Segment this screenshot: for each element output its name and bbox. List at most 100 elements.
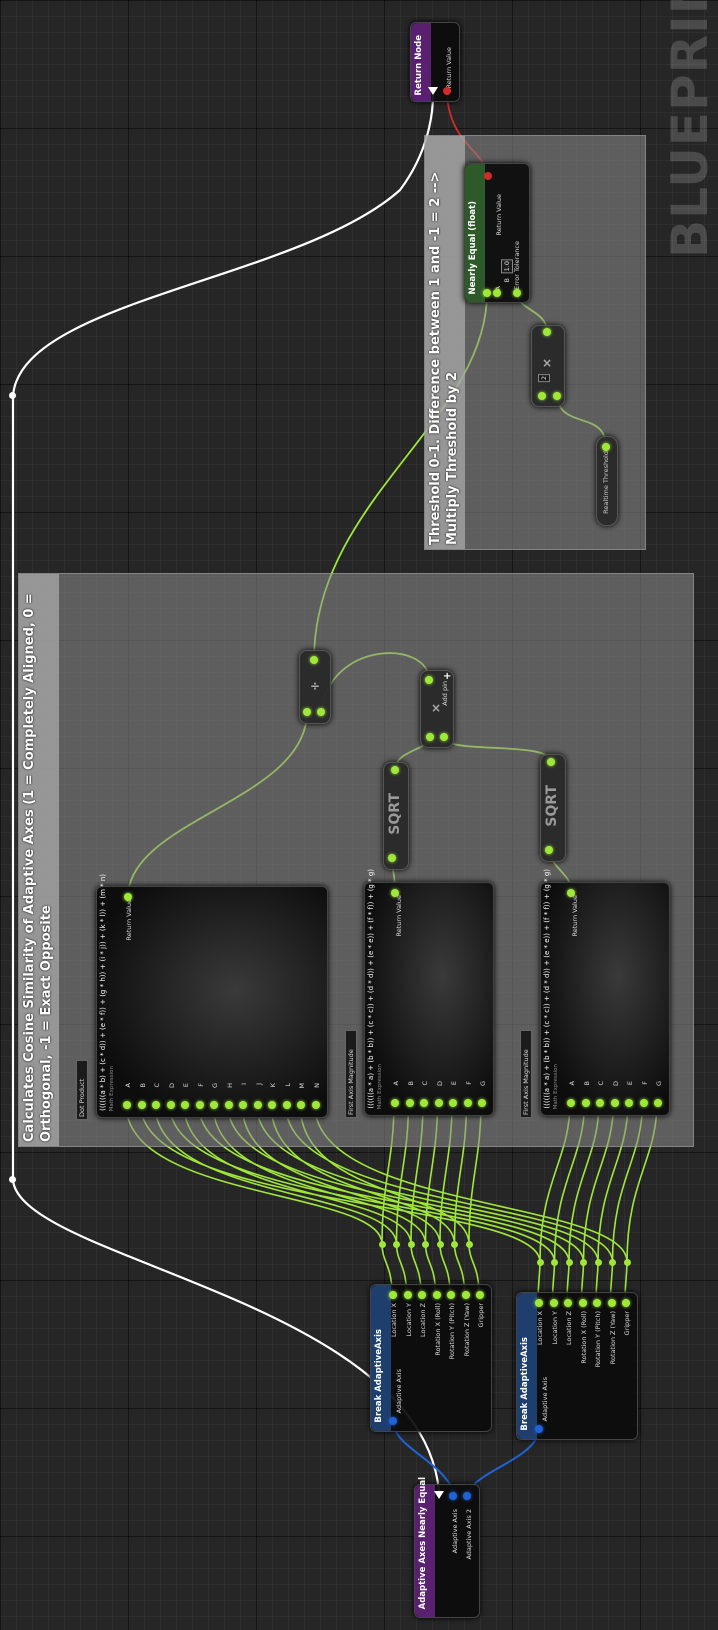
second-mag-input-pin-d[interactable] <box>610 1099 619 1107</box>
second-mag-input-pin-c[interactable] <box>596 1099 604 1107</box>
reroute-knot-b-6[interactable] <box>623 1258 631 1266</box>
sqrt-1-input-pin[interactable] <box>388 854 396 862</box>
return-value-pin[interactable] <box>443 87 451 95</box>
dot-product-input-pin-f[interactable] <box>195 1101 204 1109</box>
second-mag-output-pin[interactable] <box>567 889 575 897</box>
add-pin-plus[interactable]: + <box>443 671 452 682</box>
nearly-equal-output-pin[interactable] <box>484 172 492 180</box>
second-mag-input-pin-f[interactable] <box>639 1099 648 1107</box>
entry-function-node[interactable]: Adaptive Axes Nearly Equal Adaptive Axis… <box>414 1477 480 1618</box>
nearly-equal-node[interactable]: Nearly Equal (float) Return Value A B 1.… <box>464 163 530 303</box>
first-mag-input-pin-d[interactable] <box>434 1099 443 1107</box>
reroute-knot-a-5[interactable] <box>451 1240 458 1248</box>
break-2-input-pin[interactable] <box>535 1425 543 1433</box>
sqrt-node-2[interactable]: SQRT <box>540 754 566 862</box>
add-pin-label[interactable]: Add pin <box>441 681 449 706</box>
first-mag-input-pin-e[interactable] <box>449 1099 457 1107</box>
threshold-multiply-output[interactable] <box>543 328 551 336</box>
dot-product-input-pin-n[interactable] <box>311 1101 320 1109</box>
realtime-threshold-node[interactable]: Realtime Threshold <box>596 436 618 526</box>
break-node-2-output-pin-3[interactable] <box>578 1299 587 1307</box>
exec-reroute-knot-2[interactable] <box>9 1176 16 1183</box>
divide-output-pin[interactable] <box>310 656 318 664</box>
second-mag-tag[interactable]: First Axis Magnitude <box>520 1030 532 1118</box>
reroute-knot-a-2[interactable] <box>407 1240 415 1248</box>
entry-exec-pin[interactable] <box>434 1491 444 1499</box>
break-node-1-output-pin-5[interactable] <box>461 1291 470 1299</box>
sqrt-1-output-pin[interactable] <box>391 766 399 774</box>
dot-product-input-pin-h[interactable] <box>224 1101 233 1109</box>
multiply-output-pin[interactable] <box>425 676 433 684</box>
reroute-knot-a-1[interactable] <box>393 1240 400 1248</box>
first-mag-input-pin-f[interactable] <box>463 1099 472 1107</box>
break-node-1-output-pin-2[interactable] <box>418 1291 426 1299</box>
break-node-1-output-pin-4[interactable] <box>447 1291 455 1299</box>
first-mag-tag[interactable]: First Axis Magnitude <box>345 1030 357 1118</box>
break-node-2-output-pin-1[interactable] <box>549 1299 558 1307</box>
multiply-in-a-pin[interactable] <box>426 733 434 741</box>
dot-product-output-pin[interactable] <box>124 893 132 901</box>
break-node-2-output-pin-0[interactable] <box>535 1299 543 1307</box>
second-mag-input-pin-e[interactable] <box>625 1099 633 1107</box>
entry-pin-adaptive-axis-2[interactable] <box>463 1492 471 1500</box>
dot-product-node[interactable]: ((((((a * b) + (c * d)) + (e * f)) + (g … <box>96 874 328 1118</box>
reroute-knot-b-0[interactable] <box>536 1258 544 1266</box>
multiply-in-b-pin[interactable] <box>440 733 448 741</box>
break-1-input-pin[interactable] <box>389 1417 397 1425</box>
break-adaptive-axis-node-2[interactable]: Break AdaptiveAxis Adaptive Axis Locatio… <box>516 1292 638 1440</box>
first-mag-input-pin-a[interactable] <box>391 1099 399 1107</box>
nearly-equal-a-pin[interactable] <box>483 289 491 297</box>
reroute-knot-b-5[interactable] <box>609 1258 616 1266</box>
first-mag-input-pin-b[interactable] <box>405 1099 414 1107</box>
sqrt-2-input-pin[interactable] <box>545 846 553 854</box>
dot-product-input-pin-k[interactable] <box>268 1101 276 1109</box>
threshold-multiply-in-a[interactable] <box>538 392 546 400</box>
reroute-knot-a-4[interactable] <box>436 1240 444 1248</box>
threshold-multiply-in-b[interactable] <box>553 392 561 400</box>
reroute-knot-a-0[interactable] <box>378 1240 386 1248</box>
second-mag-node[interactable]: ((((((a * a) + (b * b)) + (c * c)) + (d … <box>540 869 670 1116</box>
second-mag-input-pin-a[interactable] <box>567 1099 575 1107</box>
return-node[interactable]: Return Node Return Value <box>410 22 460 102</box>
nearly-equal-b-value[interactable]: 1.0 <box>501 258 513 273</box>
break-node-2-output-pin-4[interactable] <box>593 1299 601 1307</box>
dot-product-input-pin-m[interactable] <box>297 1101 305 1109</box>
dot-product-tag[interactable]: Dot Product <box>76 1060 88 1120</box>
reroute-knot-b-1[interactable] <box>551 1258 558 1266</box>
dot-product-input-pin-i[interactable] <box>239 1101 247 1109</box>
realtime-threshold-pin[interactable] <box>602 443 610 451</box>
threshold-multiply-node[interactable]: × 2 <box>531 325 565 407</box>
reroute-knot-b-2[interactable] <box>565 1258 573 1266</box>
break-node-2-output-pin-6[interactable] <box>622 1299 630 1307</box>
divide-in-a-pin[interactable] <box>303 708 311 716</box>
break-node-1-output-pin-0[interactable] <box>389 1291 397 1299</box>
break-adaptive-axis-node-1[interactable]: Break AdaptiveAxis Adaptive Axis Locatio… <box>370 1284 492 1432</box>
exec-reroute-knot-1[interactable] <box>9 392 16 399</box>
break-node-1-output-pin-6[interactable] <box>476 1291 484 1299</box>
reroute-knot-b-4[interactable] <box>594 1258 602 1266</box>
first-mag-output-pin[interactable] <box>391 889 399 897</box>
break-node-1-output-pin-1[interactable] <box>403 1291 412 1299</box>
second-mag-input-pin-b[interactable] <box>581 1099 590 1107</box>
first-mag-input-pin-c[interactable] <box>420 1099 428 1107</box>
first-mag-node[interactable]: ((((((a * a) + (b * b)) + (c * c)) + (d … <box>364 869 494 1116</box>
reroute-knot-b-3[interactable] <box>580 1258 587 1266</box>
entry-pin-adaptive-axis[interactable] <box>449 1492 457 1500</box>
break-node-1-output-pin-3[interactable] <box>432 1291 441 1299</box>
reroute-knot-a-3[interactable] <box>422 1240 429 1248</box>
dot-product-input-pin-e[interactable] <box>181 1101 189 1109</box>
dot-product-input-pin-a[interactable] <box>123 1101 131 1109</box>
dot-product-input-pin-g[interactable] <box>210 1101 218 1109</box>
nearly-equal-tol-pin[interactable] <box>513 289 521 297</box>
reroute-knot-a-6[interactable] <box>465 1240 473 1248</box>
dot-product-input-pin-d[interactable] <box>166 1101 175 1109</box>
sqrt-2-output-pin[interactable] <box>547 758 555 766</box>
return-exec-pin[interactable] <box>428 87 438 95</box>
break-node-2-output-pin-2[interactable] <box>564 1299 572 1307</box>
dot-product-input-pin-b[interactable] <box>137 1101 146 1109</box>
dot-product-input-pin-l[interactable] <box>282 1101 291 1109</box>
dot-product-input-pin-c[interactable] <box>152 1101 160 1109</box>
sqrt-node-1[interactable]: SQRT <box>383 762 409 870</box>
threshold-multiply-value[interactable]: 2 <box>538 374 550 383</box>
divide-in-b-pin[interactable] <box>317 708 325 716</box>
